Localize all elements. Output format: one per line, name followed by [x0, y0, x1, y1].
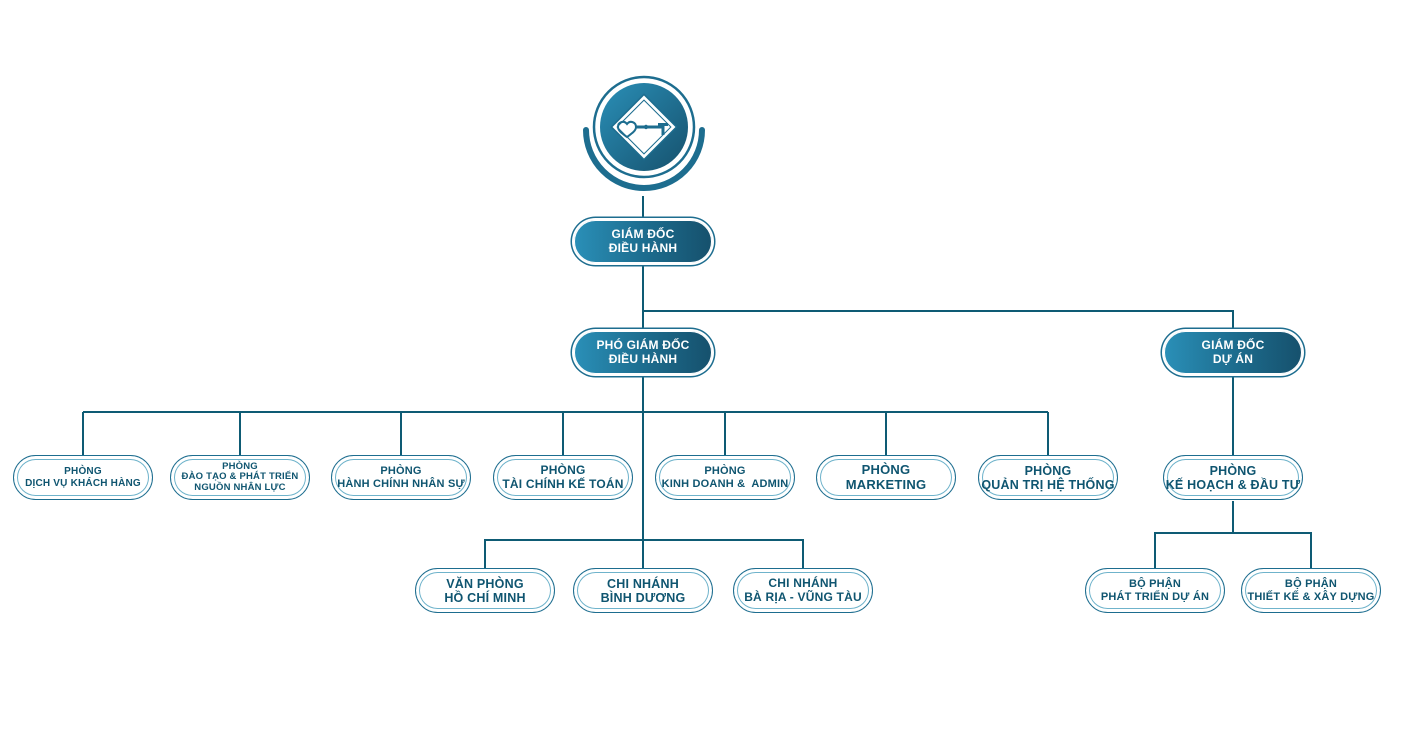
node-planning-line2: KẾ HOẠCH & ĐẦU TƯ: [1165, 477, 1301, 492]
node-it-line2: QUẢN TRỊ HỆ THỐNG: [981, 477, 1115, 492]
node-project-development: BỘ PHẬN PHÁT TRIỂN DỰ ÁN: [1085, 568, 1225, 613]
node-binhduong-line1: CHI NHÁNH: [607, 576, 679, 591]
company-logo: [582, 72, 706, 196]
node-baria-line2: BÀ RỊA - VŨNG TÀU: [744, 589, 862, 604]
node-finance-line1: PHÒNG: [540, 463, 586, 478]
node-deputy-line2: ĐIỀU HÀNH: [608, 351, 678, 366]
node-customer-service: PHÒNG DỊCH VỤ KHÁCH HÀNG: [13, 455, 153, 500]
node-ceo-line1: GIÁM ĐỐC: [611, 227, 675, 242]
node-finance: PHÒNG TÀI CHÍNH KẾ TOÁN: [493, 455, 633, 500]
node-training: PHÒNG ĐÀO TẠO & PHÁT TRIỂN NGUỒN NHÂN LỰ…: [170, 455, 310, 500]
node-training-line2: ĐÀO TẠO & PHÁT TRIỂN: [181, 471, 299, 483]
node-ceo: GIÁM ĐỐC ĐIỀU HÀNH: [574, 220, 712, 263]
node-deputy-line1: PHÓ GIÁM ĐỐC: [596, 338, 690, 353]
connector-unit-bus: [1154, 532, 1312, 568]
node-customer-line2: DỊCH VỤ KHÁCH HÀNG: [25, 477, 141, 489]
node-planning-line1: PHÒNG: [1209, 463, 1257, 478]
node-dev-line1: BỘ PHẬN: [1128, 578, 1182, 591]
node-marketing-line2: MARKETING: [845, 476, 927, 492]
node-project-director: GIÁM ĐỐC DỰ ÁN: [1164, 331, 1302, 374]
node-design-line1: BỘ PHẬN: [1284, 578, 1338, 591]
node-sales-line1: PHÒNG: [704, 465, 746, 478]
node-sales: PHÒNG KINH DOANH & ADMIN: [655, 455, 795, 500]
key-diamond-logo-icon: [583, 75, 705, 191]
node-design-construction: BỘ PHẬN THIẾT KẾ & XÂY DỰNG: [1241, 568, 1381, 613]
node-binhduong-line2: BÌNH DƯƠNG: [600, 590, 686, 605]
node-baria-line1: CHI NHÁNH: [768, 576, 838, 591]
node-hcm-line2: HỒ CHÍ MINH: [444, 590, 526, 605]
node-hr: PHÒNG HÀNH CHÍNH NHÂN SỰ: [331, 455, 471, 500]
node-it-line1: PHÒNG: [1024, 463, 1072, 478]
node-ceo-line2: ĐIỀU HÀNH: [608, 240, 678, 255]
node-customer-line1: PHÒNG: [64, 466, 102, 478]
node-marketing: PHÒNG MARKETING: [816, 455, 956, 500]
node-deputy-director: PHÓ GIÁM ĐỐC ĐIỀU HÀNH: [574, 331, 712, 374]
node-hcm-line1: VĂN PHÒNG: [446, 576, 524, 591]
connector-ceo-project-director: [643, 310, 1234, 330]
node-baria-branch: CHI NHÁNH BÀ RỊA - VŨNG TÀU: [733, 568, 873, 613]
node-it: PHÒNG QUẢN TRỊ HỆ THỐNG: [978, 455, 1118, 500]
node-binhduong-branch: CHI NHÁNH BÌNH DƯƠNG: [573, 568, 713, 613]
node-design-line2: THIẾT KẾ & XÂY DỰNG: [1247, 590, 1375, 603]
node-finance-line2: TÀI CHÍNH KẾ TOÁN: [502, 476, 624, 491]
node-planning: PHÒNG KẾ HOẠCH & ĐẦU TƯ: [1163, 455, 1303, 500]
connector-branch-bus: [484, 539, 804, 568]
node-sales-line2: KINH DOANH & ADMIN: [661, 477, 789, 490]
node-hr-line1: PHÒNG: [380, 465, 422, 478]
node-dev-line2: PHÁT TRIỂN DỰ ÁN: [1100, 590, 1210, 603]
node-hcm-office: VĂN PHÒNG HỒ CHÍ MINH: [415, 568, 555, 613]
node-project-director-line2: DỰ ÁN: [1212, 351, 1254, 366]
node-marketing-line1: PHÒNG: [861, 461, 911, 477]
node-training-line1: PHÒNG: [222, 461, 258, 473]
node-hr-line2: HÀNH CHÍNH NHÂN SỰ: [337, 477, 465, 490]
node-training-line3: NGUỒN NHÂN LỰC: [194, 481, 286, 493]
node-project-director-line1: GIÁM ĐỐC: [1201, 338, 1265, 353]
